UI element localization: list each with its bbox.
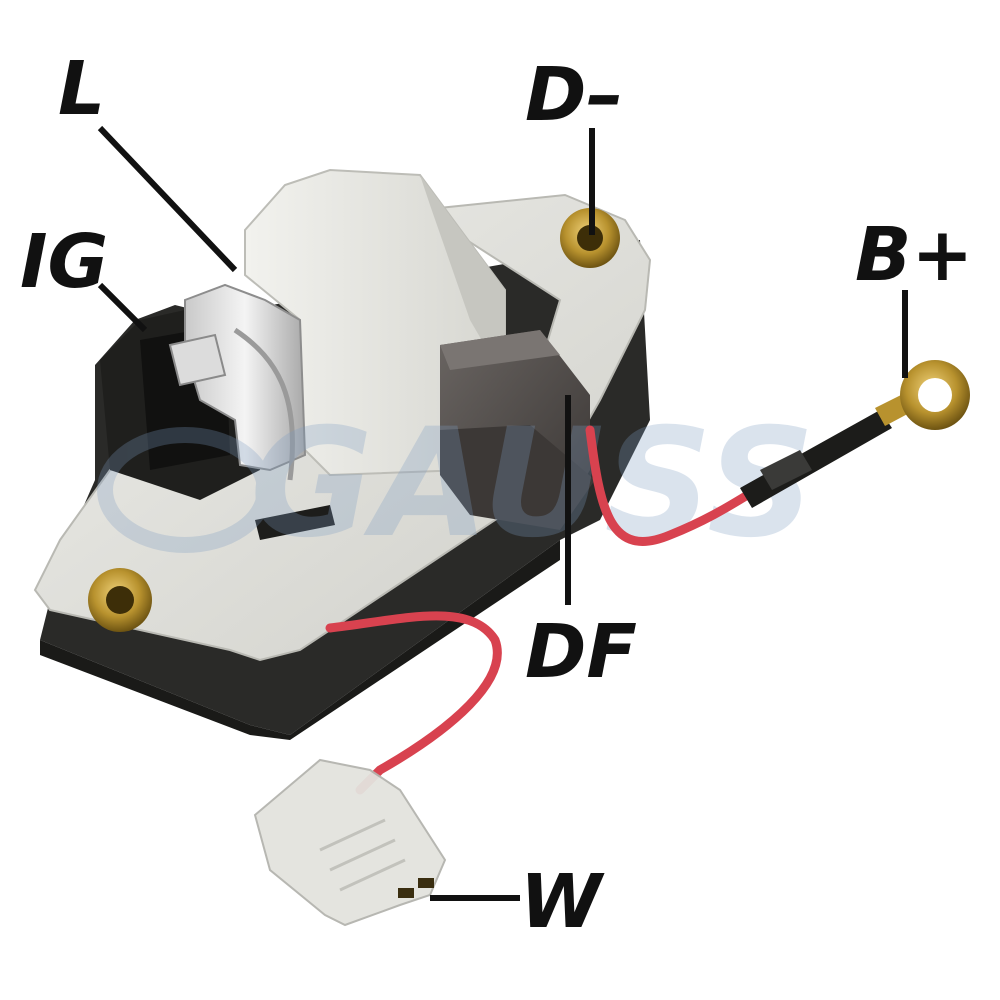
leader-line-ig (97, 282, 148, 333)
wire-b-plus (585, 425, 775, 546)
label-l: L (58, 46, 106, 132)
terminal-clip-l (184, 283, 307, 472)
w-plug-pin-1 (398, 888, 414, 898)
housing-slot (255, 505, 335, 540)
label-ig: IG (20, 219, 109, 305)
watermark-logo: GAUSS (97, 397, 815, 571)
wire-w (325, 611, 502, 795)
leader-line-l (97, 125, 238, 273)
w-plug-pin-2 (418, 878, 434, 888)
label-d-minus: D– (525, 52, 624, 138)
carbon-brush-highlight (440, 330, 560, 370)
watermark-text: GAUSS (250, 397, 815, 571)
label-df: DF (525, 609, 637, 695)
terminal-clip-wire (233, 327, 295, 481)
terminal-clip-tab (168, 333, 227, 387)
label-b-plus: B+ (855, 212, 974, 298)
carbon-brush-lower (440, 425, 595, 530)
label-w: W (520, 859, 602, 945)
w-plug (253, 758, 447, 927)
brush-holder-side (420, 175, 505, 380)
